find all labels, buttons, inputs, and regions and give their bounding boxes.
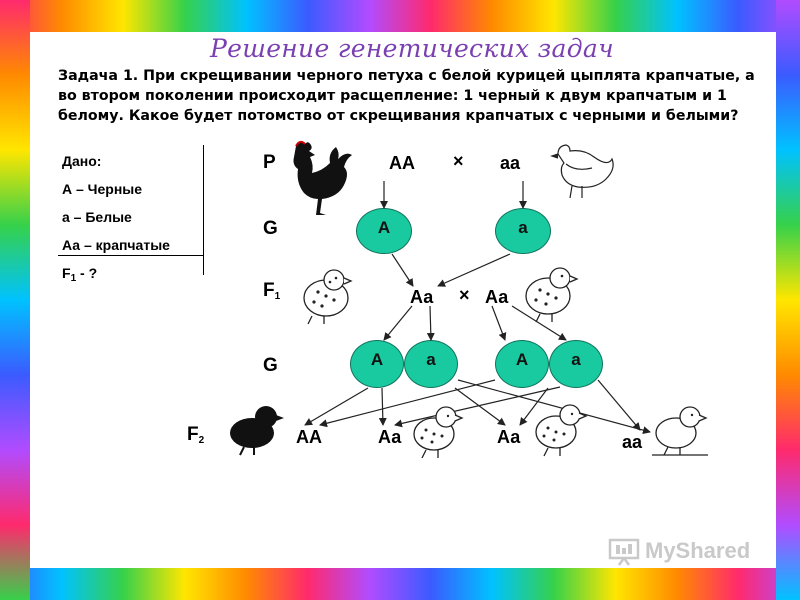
hen-icon — [550, 144, 614, 199]
f1-cross-sign: × — [459, 285, 470, 305]
watermark-text: MyShared — [645, 538, 751, 563]
gamete-f1-3-label: А — [515, 350, 529, 369]
parent-left-genotype: АА — [389, 153, 415, 173]
f2-genotype-2: Аа — [378, 427, 402, 447]
arrow-f1-right-to-g3 — [491, 305, 507, 341]
speckled-chick-icon — [525, 267, 579, 323]
arrow-f1-left-to-g2 — [426, 305, 435, 341]
given-line-speckled: Аа – крапчатые — [62, 237, 170, 253]
parent-cross-sign: × — [453, 151, 464, 171]
gamete-p-right-label: а — [518, 218, 528, 237]
given-question-sub: 1 — [70, 273, 77, 284]
white-chick-icon — [655, 406, 708, 456]
arrow-f1-left-to-g1 — [383, 305, 413, 341]
f1-left-genotype: Аа — [410, 287, 434, 307]
given-underline — [58, 255, 204, 256]
gamete-p-right: а — [495, 208, 551, 254]
gamete-f1-1-label: А — [370, 350, 384, 369]
presentation-board-icon — [608, 538, 640, 566]
f2-label-sub: 2 — [198, 435, 205, 446]
given-line-black: А – Черные — [62, 181, 143, 197]
gamete-f1-4: а — [549, 340, 603, 388]
given-question: F1 - ? — [62, 265, 98, 284]
gamete-f1-2: а — [404, 340, 458, 388]
g1-label: G — [263, 218, 278, 239]
f1-label: F1 — [263, 280, 280, 302]
arrow-g1-to-aa1 — [304, 387, 369, 426]
f2-label-letter: F — [187, 424, 199, 445]
arrow-g4-to-aa2 — [394, 386, 561, 428]
task-statement: Задача 1. При скрещивании черного петуха… — [58, 68, 755, 124]
f2-label: F2 — [187, 424, 204, 446]
rooster-icon — [293, 140, 352, 215]
f1-right-genotype: Аа — [485, 287, 509, 307]
arrow-gamete-b-to-f1 — [437, 253, 511, 287]
f2-genotype-3: Аа — [497, 427, 521, 447]
f1-label-sub: 1 — [274, 291, 281, 302]
frame-bottom-border — [0, 568, 800, 600]
speckled-chick-icon — [413, 406, 464, 459]
arrow-g3-to-aa1 — [319, 379, 496, 428]
arrow-g4-to-aa4 — [597, 379, 641, 431]
gamete-f1-1: А — [350, 340, 404, 388]
gamete-f1-4-label: а — [571, 350, 581, 369]
gamete-p-left: А — [356, 208, 412, 254]
arrow-g1-to-aa2 — [378, 387, 387, 426]
given-header: Дано: — [62, 153, 102, 169]
black-chick-icon — [230, 406, 284, 456]
frame-top-border — [0, 0, 800, 32]
gamete-f1-3: А — [495, 340, 549, 388]
arrow-g3-to-aa3 — [519, 387, 549, 426]
slide-canvas — [30, 32, 776, 568]
parent-right-genotype: аа — [500, 153, 521, 173]
f1-label-letter: F — [263, 280, 275, 301]
frame-left-border — [0, 0, 30, 600]
given-line-white: а – Белые — [62, 209, 132, 225]
given-question-suffix: - ? — [76, 265, 98, 281]
given-block: Дано: А – Черные а – Белые Аа – крапчаты… — [58, 145, 204, 284]
g2-label: G — [263, 355, 278, 376]
gamete-p-left-label: А — [377, 218, 391, 237]
f2-genotype-4: аа — [622, 432, 643, 452]
given-question-f: F — [62, 265, 71, 281]
arrow-f1-right-to-g4 — [511, 305, 567, 341]
watermark: MyShared — [605, 536, 775, 566]
frame-right-border — [776, 0, 800, 600]
speckled-chick-icon — [303, 269, 353, 325]
arrow-g2-to-aa3 — [454, 387, 506, 426]
speckled-chick-icon — [535, 404, 588, 457]
arrow-g2-to-aa4 — [457, 379, 651, 435]
p-label: P — [263, 152, 276, 173]
arrow-gamete-a-to-f1 — [391, 253, 414, 287]
f2-genotype-1: АА — [296, 427, 322, 447]
gamete-f1-2-label: а — [426, 350, 436, 369]
